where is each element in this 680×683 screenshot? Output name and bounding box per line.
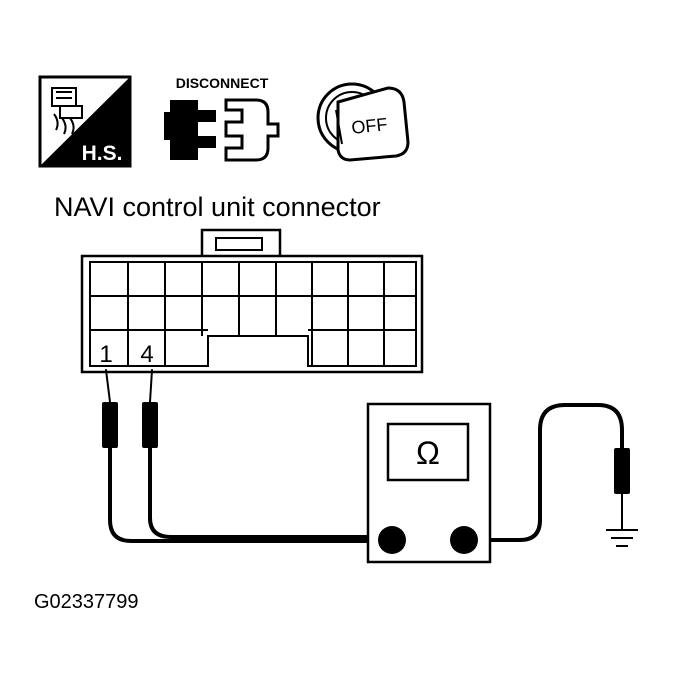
connector-housing <box>80 228 424 374</box>
disconnect-icon: DISCONNECT <box>164 75 280 162</box>
pin-label-1: 1 <box>99 341 112 368</box>
probe-leads <box>105 369 624 543</box>
connector-title: NAVI control unit connector <box>54 192 381 222</box>
meter-terminal-ohm <box>450 526 478 554</box>
meter-terminal-com <box>378 526 406 554</box>
figure-code: G02337799 <box>34 591 139 613</box>
disconnect-label: DISCONNECT <box>176 75 269 91</box>
harness-label: H.S. <box>82 142 123 165</box>
harness-service-icon: H.S. <box>38 75 132 168</box>
ohm-symbol: Ω <box>416 435 440 471</box>
ground-probe-handle <box>614 448 630 494</box>
ohmmeter: Ω <box>366 402 492 564</box>
probe-handle-4 <box>142 402 158 448</box>
ignition-off-icon: OFF <box>316 82 410 162</box>
pin-label-4: 4 <box>140 341 153 368</box>
ignition-label: OFF <box>350 114 388 138</box>
ground-icon <box>606 529 638 547</box>
probe-handle-1 <box>102 402 118 448</box>
